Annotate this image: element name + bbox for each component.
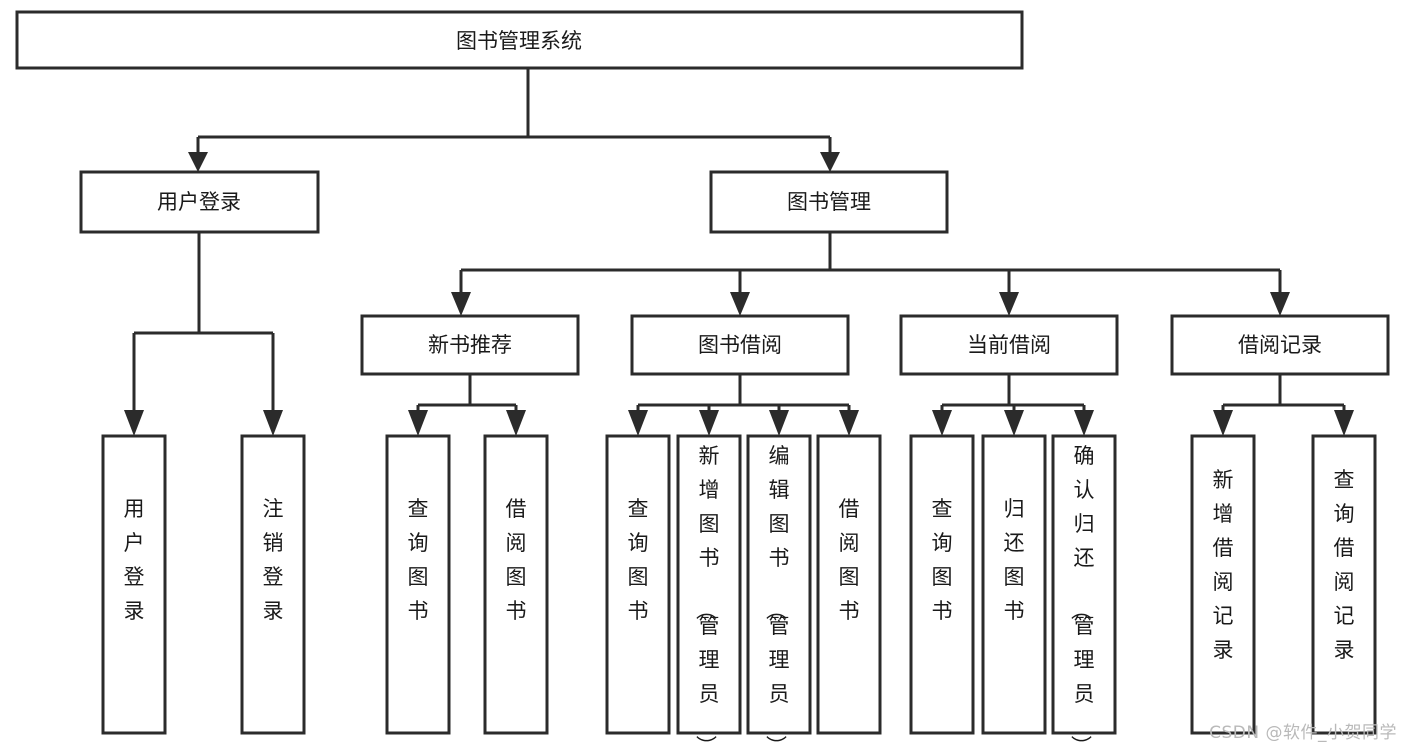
arrow-head-icon [730, 292, 750, 316]
arrow-head-icon [769, 410, 789, 436]
arrow-head-icon [839, 410, 859, 436]
node-leaf-query-book-borrow[interactable]: 查询图书 [605, 434, 671, 735]
node-user-login-box[interactable] [79, 170, 320, 234]
node-leaf-query-book-recommend[interactable]: 查询图书 [385, 434, 451, 735]
node-borrow-record-box[interactable] [1170, 314, 1390, 376]
node-book-borrow-box[interactable] [630, 314, 850, 376]
connector-layer [124, 68, 1354, 436]
node-leaf-confirm-return-admin[interactable]: 确认归还（管理员） [1051, 434, 1117, 747]
node-leaf-add-borrow-record-label: 新增借阅记录 [1213, 468, 1234, 662]
node-leaf-add-borrow-record-box[interactable] [1190, 434, 1256, 735]
node-leaf-edit-book-admin[interactable]: 编辑图书（管理员） [746, 434, 812, 747]
arrow-head-icon [699, 410, 719, 436]
node-root-box[interactable] [15, 10, 1024, 70]
node-leaf-query-book-recommend-box[interactable] [385, 434, 451, 735]
node-leaf-query-borrow-record-label: 查询借阅记录 [1334, 468, 1355, 662]
node-new-book-recommend-box[interactable] [360, 314, 580, 376]
node-user-login[interactable]: 用户登录 [79, 170, 320, 234]
node-leaf-query-book-borrow-label: 查询图书 [628, 497, 649, 623]
node-leaf-return-book-label: 归还图书 [1004, 497, 1025, 623]
node-leaf-add-book-admin[interactable]: 新增图书（管理员） [676, 434, 742, 747]
node-user-login-label: 用户登录 [157, 190, 241, 214]
node-leaf-borrow-book-recommend-box[interactable] [483, 434, 549, 735]
node-current-borrow-label: 当前借阅 [967, 333, 1051, 357]
node-leaf-borrow-book-recommend[interactable]: 借阅图书 [483, 434, 549, 735]
node-leaf-borrow-book[interactable]: 借阅图书 [816, 434, 882, 735]
arrow-head-icon [1213, 410, 1233, 436]
node-leaf-add-book-admin-box[interactable] [676, 434, 742, 735]
node-leaf-add-book-admin-label: 新增图书（管理员） [694, 444, 720, 747]
arrow-head-icon [1004, 410, 1024, 436]
node-leaf-query-borrow-record[interactable]: 查询借阅记录 [1311, 434, 1377, 735]
arrow-head-icon [263, 410, 283, 436]
node-new-book-recommend-label: 新书推荐 [428, 333, 512, 357]
node-leaf-query-book-current[interactable]: 查询图书 [909, 434, 975, 735]
node-leaf-user-login-label: 用户登录 [124, 497, 145, 623]
node-leaf-return-book[interactable]: 归还图书 [981, 434, 1047, 735]
node-leaf-query-book-recommend-label: 查询图书 [408, 497, 429, 623]
node-leaf-logout-login[interactable]: 注销登录 [240, 434, 306, 735]
node-leaf-query-book-current-label: 查询图书 [932, 497, 953, 623]
arrow-head-icon [408, 410, 428, 436]
node-borrow-record[interactable]: 借阅记录 [1170, 314, 1390, 376]
node-leaf-query-borrow-record-box[interactable] [1311, 434, 1377, 735]
arrow-head-icon [1074, 410, 1094, 436]
arrow-head-icon [188, 152, 208, 172]
node-borrow-record-label: 借阅记录 [1238, 333, 1322, 357]
node-leaf-query-book-borrow-box[interactable] [605, 434, 671, 735]
leaf-node-layer: 用户登录 注销登录 查询图书 借阅图书 查询图书 新增图书（管理员） [101, 434, 1377, 747]
arrow-head-icon [124, 410, 144, 436]
node-leaf-add-borrow-record[interactable]: 新增借阅记录 [1190, 434, 1256, 735]
arrow-head-icon [451, 292, 471, 316]
arrow-head-icon [932, 410, 952, 436]
node-book-management-label: 图书管理 [787, 190, 871, 214]
node-leaf-confirm-return-admin-label: 确认归还（管理员） [1069, 444, 1095, 747]
node-leaf-borrow-book-label: 借阅图书 [839, 497, 860, 623]
node-leaf-borrow-book-recommend-label: 借阅图书 [506, 497, 527, 623]
node-book-management-box[interactable] [709, 170, 949, 234]
node-current-borrow-box[interactable] [899, 314, 1119, 376]
node-leaf-query-book-current-box[interactable] [909, 434, 975, 735]
node-book-management[interactable]: 图书管理 [709, 170, 949, 234]
node-leaf-edit-book-admin-box[interactable] [746, 434, 812, 735]
arrow-head-icon [999, 292, 1019, 316]
arrow-head-icon [1270, 292, 1290, 316]
node-leaf-return-book-box[interactable] [981, 434, 1047, 735]
node-book-borrow-label: 图书借阅 [698, 333, 782, 357]
node-leaf-borrow-book-box[interactable] [816, 434, 882, 735]
node-new-book-recommend[interactable]: 新书推荐 [360, 314, 580, 376]
node-leaf-user-login-box[interactable] [101, 434, 167, 735]
node-leaf-user-login[interactable]: 用户登录 [101, 434, 167, 735]
arrow-head-icon [628, 410, 648, 436]
csdn-watermark: CSDN @软件_小贺同学 [1209, 723, 1397, 743]
node-leaf-confirm-return-admin-box[interactable] [1051, 434, 1117, 735]
node-leaf-logout-login-box[interactable] [240, 434, 306, 735]
arrow-head-icon [506, 410, 526, 436]
node-leaf-logout-login-label: 注销登录 [263, 497, 284, 623]
node-leaf-edit-book-admin-label: 编辑图书（管理员） [764, 444, 790, 747]
node-current-borrow[interactable]: 当前借阅 [899, 314, 1119, 376]
node-root-label: 图书管理系统 [456, 29, 582, 53]
node-book-borrow[interactable]: 图书借阅 [630, 314, 850, 376]
node-root[interactable]: 图书管理系统 [15, 10, 1024, 70]
arrow-head-icon [1334, 410, 1354, 436]
arrow-head-icon [820, 152, 840, 172]
